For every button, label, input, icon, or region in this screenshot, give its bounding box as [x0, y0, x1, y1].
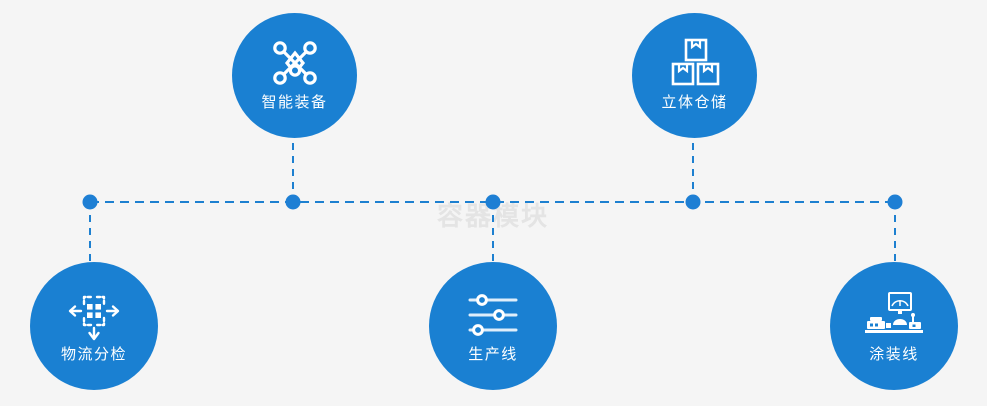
node-dot-smart-equipment	[285, 194, 301, 210]
node-circle-stereo-storage[interactable]: 立体仓储	[632, 13, 757, 138]
node-label-stereo-storage: 立体仓储	[661, 94, 728, 112]
node-label-smart-equipment: 智能装备	[261, 94, 328, 112]
node-circle-logistics-sort[interactable]: 物流分检	[30, 262, 158, 390]
node-label-coating-line: 涂装线	[869, 345, 919, 363]
node-dot-production-line	[485, 194, 501, 210]
node-label-production-line: 生产线	[468, 345, 518, 363]
node-dot-stereo-storage	[685, 194, 701, 210]
network-nodes-icon	[269, 35, 321, 91]
node-dot-logistics-sort	[82, 194, 98, 210]
node-circle-production-line[interactable]: 生产线	[429, 262, 557, 390]
node-label-logistics-sort: 物流分检	[60, 345, 127, 363]
node-circle-coating-line[interactable]: 涂装线	[830, 262, 958, 390]
paint-factory-icon	[864, 287, 924, 343]
node-circle-smart-equipment[interactable]: 智能装备	[232, 13, 357, 138]
sliders-icon	[466, 287, 520, 343]
node-dot-coating-line	[887, 194, 903, 210]
scan-sort-icon	[65, 287, 123, 343]
stacked-boxes-icon	[668, 35, 722, 91]
